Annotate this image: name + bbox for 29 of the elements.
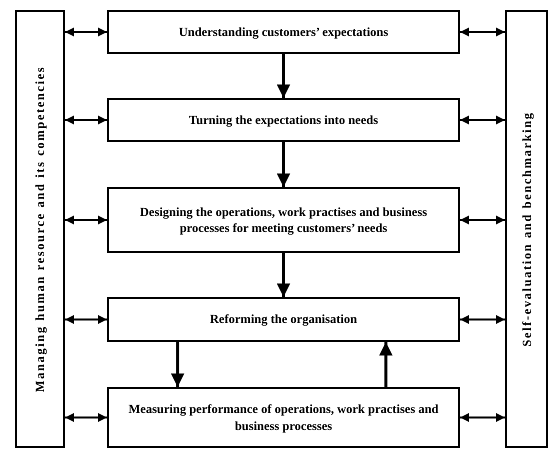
double-arrow	[460, 413, 505, 422]
process-box	[107, 187, 460, 253]
double-arrow	[460, 116, 505, 124]
box-label: Turning the expectations into needs	[188, 112, 380, 128]
double-arrow	[65, 28, 107, 36]
box-label: Reforming the organisation	[208, 311, 358, 328]
side-box	[505, 10, 548, 448]
arrow	[379, 342, 393, 387]
process-box	[107, 10, 460, 54]
process-box	[107, 297, 460, 342]
double-arrow	[65, 116, 107, 124]
double-arrow	[65, 413, 107, 422]
double-arrow	[65, 315, 107, 324]
double-arrow	[460, 28, 505, 36]
double-arrow	[65, 216, 107, 224]
box-label: Managing human resource and its competencies	[32, 66, 48, 392]
box-label: Self-evaluation and benchmarking	[518, 111, 535, 347]
box-label: Designing the operations, work practises and business processes for meeting customers’ needs	[138, 204, 428, 236]
arrow	[276, 142, 290, 187]
box-label: Measuring performance of operations, work practises and business processes	[127, 401, 440, 434]
arrow	[276, 253, 290, 297]
process-box	[107, 387, 460, 448]
arrow	[170, 342, 184, 387]
process-box	[107, 98, 460, 142]
double-arrow	[460, 216, 505, 224]
arrow	[276, 54, 290, 98]
double-arrow	[460, 315, 505, 324]
box-label: Understanding customers’ expectations	[178, 24, 390, 40]
side-box	[15, 10, 65, 448]
